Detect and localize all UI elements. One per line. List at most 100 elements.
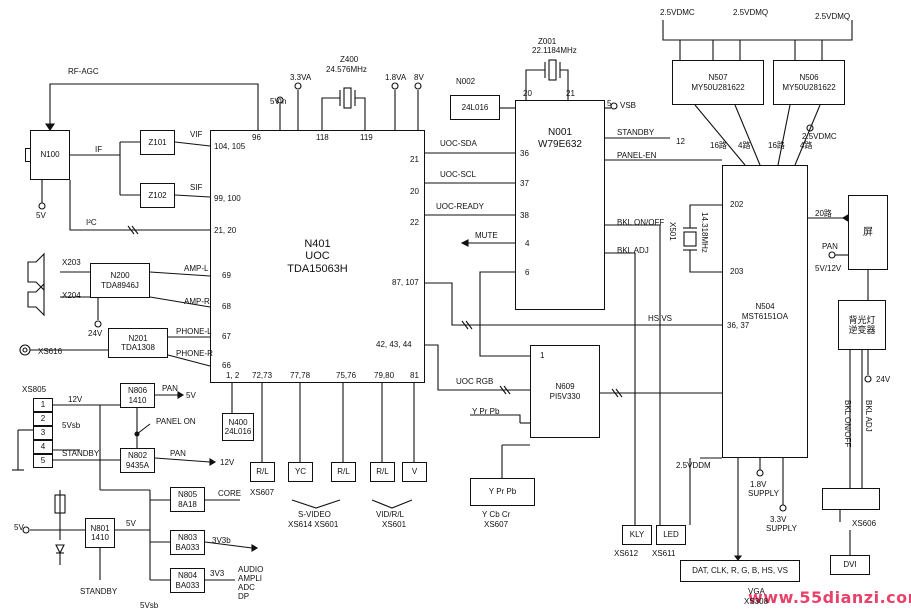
ypp-connector: Y Pr Pb	[470, 478, 535, 506]
inverter-bkl-adj: BKL ADJ	[864, 400, 873, 432]
scaler-n504: N504 MST6151OA	[722, 165, 808, 458]
amp-24v: 24V	[88, 329, 103, 338]
scaler-part: MST6151OA	[741, 311, 789, 321]
x204-label: X204	[62, 291, 81, 300]
n804-name: N804	[177, 571, 198, 581]
bus-label: 4路	[800, 141, 813, 150]
n806-name: N806	[127, 386, 148, 396]
rail: 2.5VDMC	[660, 8, 695, 17]
jack-xs616: XS616	[38, 347, 63, 356]
x501-freq: 14.318MHz	[700, 212, 709, 253]
amp-part: TDA8946J	[101, 280, 139, 290]
pwr-5v-a: 5V	[186, 391, 196, 400]
n806-part: 1410	[128, 395, 147, 405]
panel-label: 屏	[863, 226, 873, 238]
xs308-label: XS308	[744, 597, 769, 606]
uoc-pin: 21, 20	[214, 226, 237, 235]
bus-label: 4路	[738, 141, 751, 150]
ypp-input-label: Y Pr Pb	[472, 407, 500, 416]
hp-part: TDA1308	[121, 343, 155, 352]
phone-l-label: PHONE-L	[176, 327, 212, 336]
vif-label: VIF	[190, 130, 203, 139]
uoc-part: TDA15063H	[287, 262, 348, 275]
vga-label: VGA	[748, 587, 765, 596]
mcu-pin: 5	[607, 99, 612, 108]
amp-l-label: AMP-L	[184, 264, 209, 273]
n002-part: 24L016	[461, 102, 489, 112]
z400-freq: 24.576MHz	[326, 65, 367, 74]
pwr-3v3: 3V3	[210, 569, 225, 578]
xs805-pin: 1	[33, 398, 53, 412]
uoc-pin: 1, 2	[226, 371, 240, 380]
n400-name: N400	[228, 417, 248, 427]
ypp-conn-label: XS607	[484, 520, 509, 529]
svideo-label: S-VIDEO	[298, 510, 331, 519]
uoc-rgb-label: UOC RGB	[456, 377, 494, 386]
keyboard-kly: KLY	[622, 525, 652, 545]
amp-r-label: AMP-R	[184, 297, 210, 306]
sig-uoc-sda: UOC-SDA	[440, 139, 477, 148]
mcu-vsb: VSB	[620, 101, 637, 110]
uoc-pin: 22	[410, 218, 419, 227]
z001-name: Z001	[538, 37, 557, 46]
n805-name: N805	[177, 490, 198, 500]
lvds-label: 20路	[815, 209, 832, 218]
tuner-input-tab	[25, 148, 31, 162]
supply-33: 3.3V	[770, 515, 787, 524]
pwr-5v-b: 5V	[126, 519, 136, 528]
uoc-pin: 72,73	[252, 371, 273, 380]
sig-mute: MUTE	[475, 231, 498, 240]
pwr-3v3b: 3V3b	[212, 536, 231, 545]
n801-name: N801	[90, 523, 110, 533]
pwr-5v-c: 5V	[14, 523, 24, 532]
pin-label: 2	[40, 414, 46, 424]
pwr-ampli: AMPLI	[238, 574, 263, 583]
rail: 2.5VDMC	[802, 132, 837, 141]
z102-label: Z102	[148, 190, 167, 200]
pwr-panel-on: PANEL ON	[156, 417, 196, 426]
uoc-supply: 8V	[414, 73, 424, 82]
input-rl: R/L	[370, 462, 395, 482]
pwr-audio: AUDIO	[238, 565, 264, 574]
inverter-24v: 24V	[876, 375, 891, 384]
pwr-5vsb-2: 5Vsb	[140, 601, 159, 610]
input-rl-label: R/L	[337, 467, 350, 477]
tuner-5v: 5V	[36, 211, 46, 220]
pwr-core: CORE	[218, 489, 242, 498]
z101-label: Z101	[148, 137, 167, 147]
xs805-pin: 3	[33, 426, 53, 440]
inverter-line2: 逆变器	[848, 325, 876, 335]
wire-rf-agc	[49, 83, 259, 130]
input-v-label: V	[411, 467, 418, 477]
pin-label: 1	[40, 400, 46, 410]
uoc-supply: 5VIn	[270, 97, 287, 106]
pwr-adc: ADC	[238, 583, 255, 592]
scaler-pin: 36, 37	[727, 321, 750, 330]
n805-part: 8A18	[178, 499, 197, 509]
input-rl-label: R/L	[376, 467, 389, 477]
lcd-panel: 屏	[848, 195, 888, 270]
rail-ddm: 2.5VDDM	[676, 461, 711, 470]
scaler-pin: 203	[730, 267, 744, 276]
n802-name: N802	[127, 451, 148, 461]
panel-volt: 5V/12V	[815, 264, 842, 273]
sig-bkl-adj: BKL ADJ	[617, 246, 649, 255]
uoc-supply: 1.8VA	[385, 73, 407, 82]
input-rl: R/L	[250, 462, 275, 482]
n400-part: 24L016	[224, 427, 252, 436]
vga-bus-label: DAT, CLK, R, G, B, HS, VS	[692, 566, 788, 576]
uoc-pin: 75,76	[336, 371, 357, 380]
n802-part: 9435A	[125, 460, 150, 470]
input-yc: YC	[288, 462, 313, 482]
rail: 2.5VDMQ	[733, 8, 769, 17]
uoc-pin: 104, 105	[214, 142, 246, 151]
xs612-label: XS612	[614, 549, 639, 558]
